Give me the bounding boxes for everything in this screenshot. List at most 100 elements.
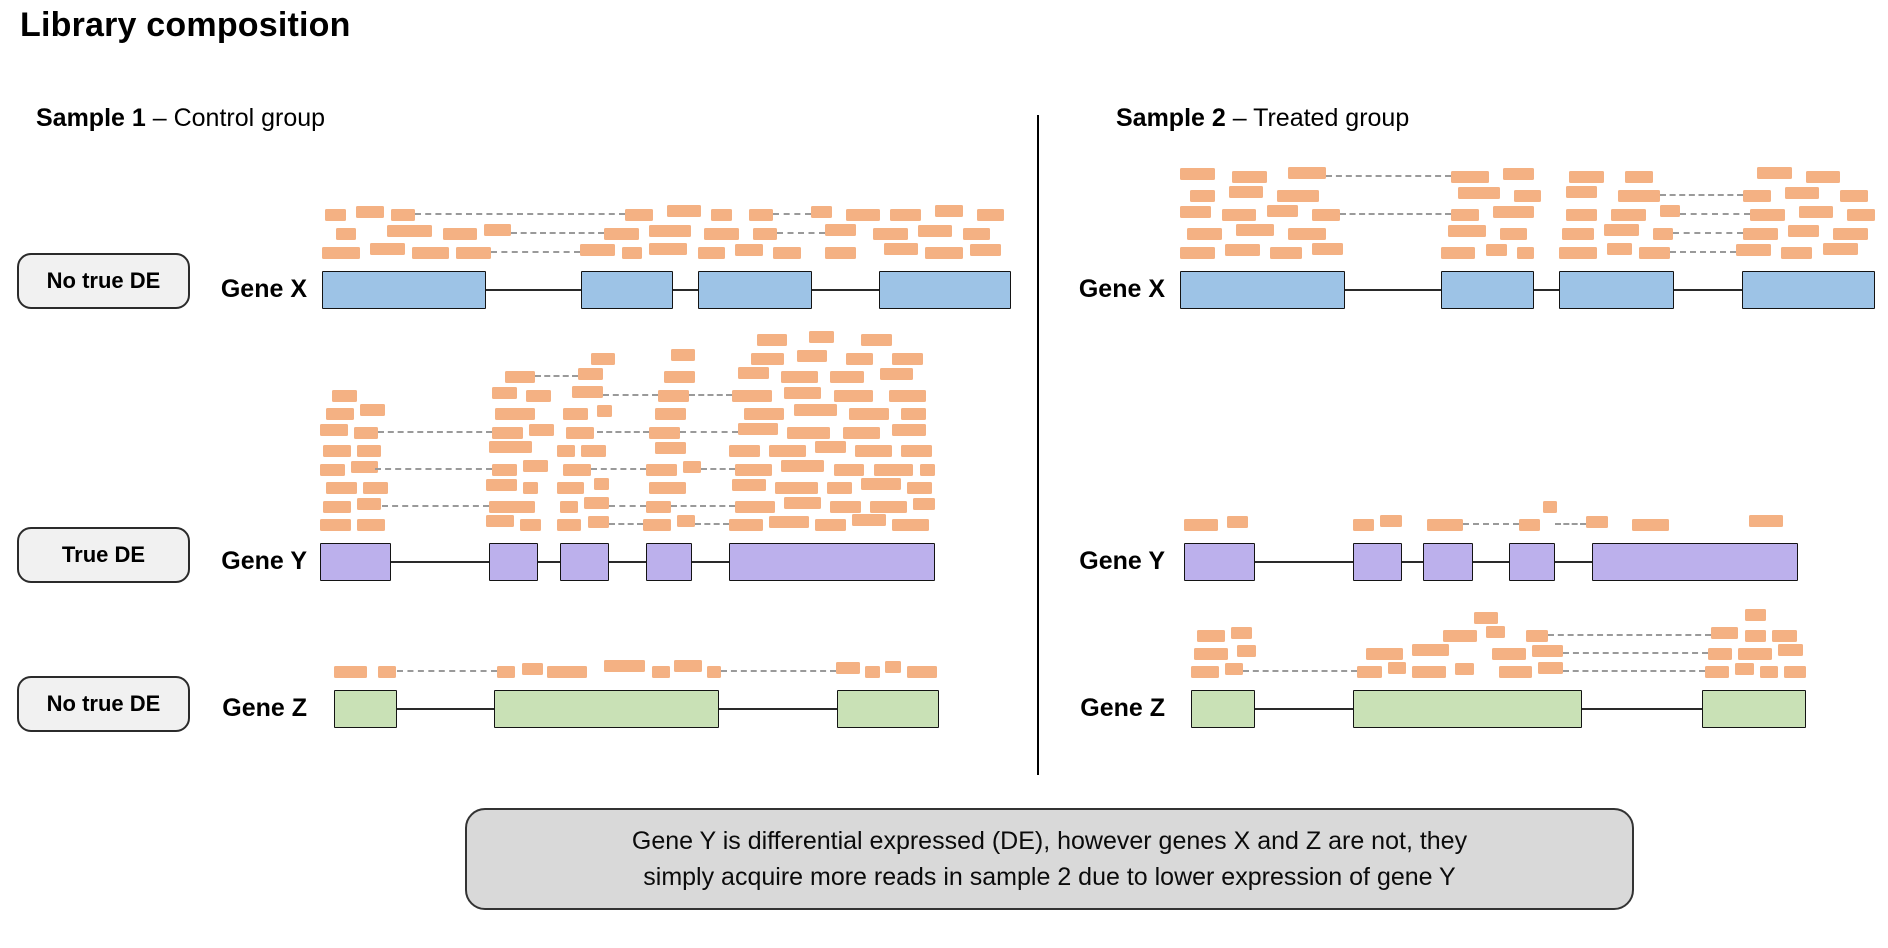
- gene-label-s2-gene-x: Gene X: [1078, 275, 1165, 303]
- sequencing-read: [1186, 228, 1222, 240]
- splice-junction-connector: [490, 251, 581, 253]
- sequencing-read: [1412, 644, 1450, 656]
- sequencing-read: [1798, 206, 1834, 218]
- sequencing-read: [649, 482, 686, 494]
- sequencing-read: [1180, 206, 1212, 218]
- exon-1-s2-gene-x: [1180, 271, 1346, 309]
- sequencing-read: [603, 660, 645, 672]
- exon-2-s2-gene-y: [1352, 543, 1402, 581]
- sequencing-read: [1526, 630, 1548, 642]
- sequencing-read: [486, 515, 514, 527]
- sequencing-read: [815, 519, 846, 531]
- sample1-group: – Control group: [145, 104, 326, 132]
- exon-1-s1-gene-y: [320, 543, 391, 581]
- sequencing-read: [781, 371, 819, 383]
- sequencing-read: [1426, 519, 1464, 531]
- sequencing-read: [1749, 209, 1785, 221]
- sequencing-read: [529, 423, 554, 436]
- sequencing-read: [749, 209, 774, 221]
- sequencing-read: [674, 660, 702, 672]
- sequencing-read: [1486, 626, 1505, 638]
- sequencing-read: [1194, 648, 1228, 660]
- de-status-badge-s1-gene-x: No true DE: [17, 253, 190, 309]
- splice-junction-connector: [670, 504, 736, 507]
- gene-label-s1-gene-x: Gene X: [220, 275, 307, 303]
- sequencing-read: [845, 352, 874, 365]
- sequencing-read: [390, 209, 415, 221]
- sequencing-read: [1710, 627, 1739, 639]
- sequencing-read: [1784, 666, 1806, 678]
- sequencing-read: [1847, 209, 1875, 221]
- sequencing-read: [1451, 171, 1490, 183]
- splice-junction-connector: [1463, 523, 1519, 525]
- sequencing-read: [1191, 666, 1219, 678]
- sequencing-read: [836, 662, 861, 674]
- sequencing-read: [578, 368, 603, 380]
- sequencing-read: [1784, 187, 1820, 199]
- sequencing-read: [483, 224, 512, 236]
- exon-2-s1-gene-y: [489, 543, 539, 581]
- sequencing-read: [522, 482, 539, 494]
- sequencing-read: [873, 228, 908, 240]
- sequencing-read: [497, 666, 516, 678]
- sequencing-read: [489, 500, 536, 513]
- sequencing-read: [830, 371, 865, 383]
- sequencing-read: [322, 247, 360, 259]
- sequencing-read: [784, 386, 822, 399]
- sequencing-read: [738, 422, 779, 435]
- sequencing-read: [492, 426, 523, 439]
- sequencing-read: [861, 334, 892, 346]
- sequencing-read: [891, 352, 923, 365]
- sequencing-read: [697, 247, 726, 259]
- sequencing-read: [642, 519, 671, 531]
- sequencing-read: [1518, 519, 1541, 531]
- sequencing-read: [891, 423, 926, 436]
- sequencing-read: [645, 463, 677, 476]
- sequencing-read: [1387, 662, 1407, 674]
- splice-junction-connector: [695, 523, 729, 525]
- sequencing-read: [1736, 244, 1771, 256]
- exon-3-s2-gene-z: [1702, 690, 1806, 728]
- sequencing-read: [456, 247, 491, 259]
- splice-junction-connector: [721, 670, 837, 672]
- sequencing-read: [707, 666, 722, 678]
- sequencing-read: [584, 496, 610, 509]
- sequencing-read: [1805, 171, 1841, 183]
- sequencing-read: [546, 666, 587, 678]
- sequencing-read: [1287, 167, 1326, 179]
- sequencing-read: [320, 463, 345, 476]
- sequencing-read: [587, 516, 610, 528]
- sequencing-read: [883, 243, 918, 255]
- sequencing-read: [935, 205, 963, 217]
- exon-2-s1-gene-z: [493, 690, 719, 728]
- sequencing-read: [1788, 225, 1820, 237]
- splice-junction-connector: [679, 430, 739, 433]
- sequencing-read: [1759, 666, 1779, 678]
- exon-4-s2-gene-x: [1741, 271, 1875, 309]
- sequencing-read: [924, 247, 963, 259]
- sequencing-read: [325, 209, 347, 221]
- splice-junction-connector: [609, 523, 643, 525]
- sequencing-read: [1485, 244, 1507, 256]
- sequencing-read: [387, 225, 433, 237]
- sequencing-read: [773, 247, 801, 259]
- sequencing-read: [833, 389, 874, 402]
- sample1-name: Sample 1: [36, 104, 146, 132]
- sequencing-read: [1224, 663, 1244, 675]
- sequencing-read: [356, 445, 382, 457]
- sequencing-read: [326, 482, 357, 494]
- sequencing-read: [320, 519, 351, 531]
- sequencing-read: [526, 389, 551, 402]
- sequencing-read: [1569, 171, 1604, 183]
- splice-junction-connector: [378, 430, 493, 433]
- sequencing-read: [522, 459, 548, 472]
- sequencing-read: [1744, 609, 1767, 621]
- sequencing-read: [562, 463, 591, 476]
- sequencing-read: [732, 389, 773, 402]
- sequencing-read: [768, 445, 806, 457]
- sequencing-read: [728, 519, 763, 531]
- caption-box: Gene Y is differential expressed (DE), h…: [465, 808, 1634, 910]
- sequencing-read: [784, 496, 822, 509]
- exon-4-s1-gene-x: [878, 271, 1011, 309]
